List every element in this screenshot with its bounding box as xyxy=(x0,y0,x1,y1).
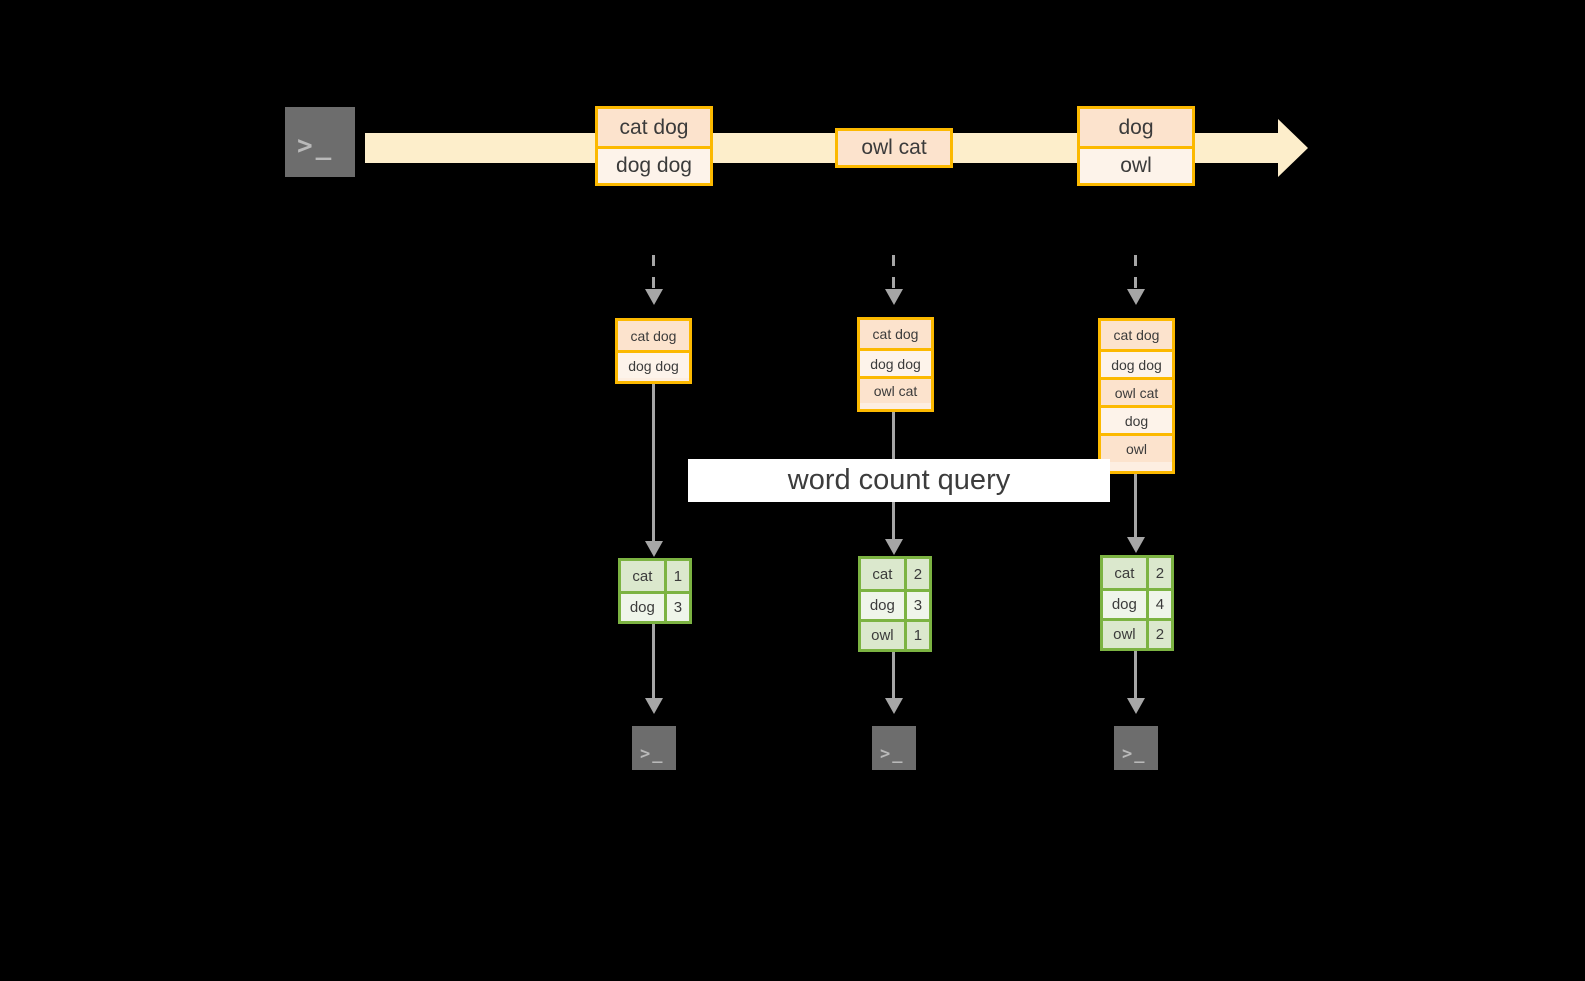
stream-record-line: cat dog xyxy=(598,109,710,146)
event-stream-arrowhead xyxy=(1278,119,1308,177)
query-label: word count query xyxy=(688,459,1110,502)
result-row: dog 3 xyxy=(861,589,929,619)
stream-record-group-1[interactable]: cat dog dog dog xyxy=(595,106,713,186)
snapshot-to-result-connector-1 xyxy=(652,384,655,541)
result-to-sink-connector-1 xyxy=(652,624,655,702)
snapshot-to-result-arrowhead-3 xyxy=(1127,537,1145,553)
snapshot-record-line: cat dog xyxy=(618,321,689,350)
terminal-prompt-glyph: >_ xyxy=(297,131,335,161)
terminal-body xyxy=(285,107,355,177)
terminal-prompt-glyph: >_ xyxy=(880,744,905,764)
sink-terminal-3[interactable]: >_ xyxy=(1104,716,1168,780)
snapshot-record-line: owl xyxy=(1101,433,1172,462)
stream-record-line: dog dog xyxy=(598,146,710,183)
stream-to-snapshot-connector-3 xyxy=(1134,255,1137,297)
snapshot-record-line: dog dog xyxy=(618,350,689,378)
snapshot-3-records[interactable]: cat dog dog dog owl cat dog owl xyxy=(1098,318,1175,474)
result-word-cell: owl xyxy=(1103,621,1146,648)
source-terminal-icon[interactable]: >_ xyxy=(275,97,365,187)
result-count-cell: 1 xyxy=(663,561,689,591)
terminal-body xyxy=(1114,726,1158,770)
result-row: owl 2 xyxy=(1103,618,1171,648)
result-table-2[interactable]: cat 2 dog 3 owl 1 xyxy=(858,556,932,652)
stream-record-line: owl xyxy=(1080,146,1192,183)
snapshot-record-line: dog dog xyxy=(860,348,931,376)
result-word-cell: cat xyxy=(861,559,904,589)
stream-to-snapshot-connector-2 xyxy=(892,255,895,297)
stream-to-snapshot-arrowhead-2 xyxy=(885,289,903,305)
snapshot-to-result-arrowhead-2 xyxy=(885,539,903,555)
snapshot-2-records[interactable]: cat dog dog dog owl cat xyxy=(857,317,934,412)
result-count-cell: 3 xyxy=(663,594,689,621)
result-table-3[interactable]: cat 2 dog 4 owl 2 xyxy=(1100,555,1174,651)
result-count-cell: 2 xyxy=(1145,558,1171,588)
result-row: owl 1 xyxy=(861,619,929,649)
snapshot-to-result-connector-3 xyxy=(1134,474,1137,537)
result-to-sink-arrowhead-3 xyxy=(1127,698,1145,714)
result-word-cell: dog xyxy=(861,592,904,619)
snapshot-record-line: cat dog xyxy=(1101,321,1172,349)
snapshot-to-result-arrowhead-1 xyxy=(645,541,663,557)
snapshot-record-line: owl cat xyxy=(860,376,931,403)
snapshot-record-line: owl cat xyxy=(1101,377,1172,405)
result-to-sink-arrowhead-1 xyxy=(645,698,663,714)
stream-to-snapshot-connector-1 xyxy=(652,255,655,297)
snapshot-record-line: dog dog xyxy=(1101,349,1172,377)
terminal-body xyxy=(632,726,676,770)
stream-record-line: owl cat xyxy=(838,131,950,165)
result-count-cell: 1 xyxy=(903,622,929,649)
result-row: cat 2 xyxy=(1103,558,1171,588)
result-to-sink-arrowhead-2 xyxy=(885,698,903,714)
result-table-1[interactable]: cat 1 dog 3 xyxy=(618,558,692,624)
snapshot-record-line: cat dog xyxy=(860,320,931,348)
result-row: cat 2 xyxy=(861,559,929,589)
snapshot-1-records[interactable]: cat dog dog dog xyxy=(615,318,692,384)
snapshot-record-line: dog xyxy=(1101,405,1172,433)
terminal-prompt-glyph: >_ xyxy=(640,744,665,764)
sink-terminal-1[interactable]: >_ xyxy=(622,716,686,780)
result-to-sink-connector-2 xyxy=(892,652,895,702)
result-to-sink-connector-3 xyxy=(1134,651,1137,702)
result-word-cell: dog xyxy=(621,594,664,621)
sink-terminal-2[interactable]: >_ xyxy=(862,716,926,780)
result-word-cell: cat xyxy=(621,561,664,591)
result-row: cat 1 xyxy=(621,561,689,591)
stream-to-snapshot-arrowhead-3 xyxy=(1127,289,1145,305)
stream-record-group-2[interactable]: owl cat xyxy=(835,128,953,168)
result-count-cell: 2 xyxy=(1145,621,1171,648)
terminal-body xyxy=(872,726,916,770)
result-count-cell: 3 xyxy=(903,592,929,619)
stream-to-snapshot-arrowhead-1 xyxy=(645,289,663,305)
stream-record-group-3[interactable]: dog owl xyxy=(1077,106,1195,186)
result-count-cell: 2 xyxy=(903,559,929,589)
result-row: dog 3 xyxy=(621,591,689,621)
result-word-cell: cat xyxy=(1103,558,1146,588)
result-word-cell: owl xyxy=(861,622,904,649)
stream-record-line: dog xyxy=(1080,109,1192,146)
result-row: dog 4 xyxy=(1103,588,1171,618)
terminal-prompt-glyph: >_ xyxy=(1122,744,1147,764)
result-count-cell: 4 xyxy=(1145,591,1171,618)
result-word-cell: dog xyxy=(1103,591,1146,618)
